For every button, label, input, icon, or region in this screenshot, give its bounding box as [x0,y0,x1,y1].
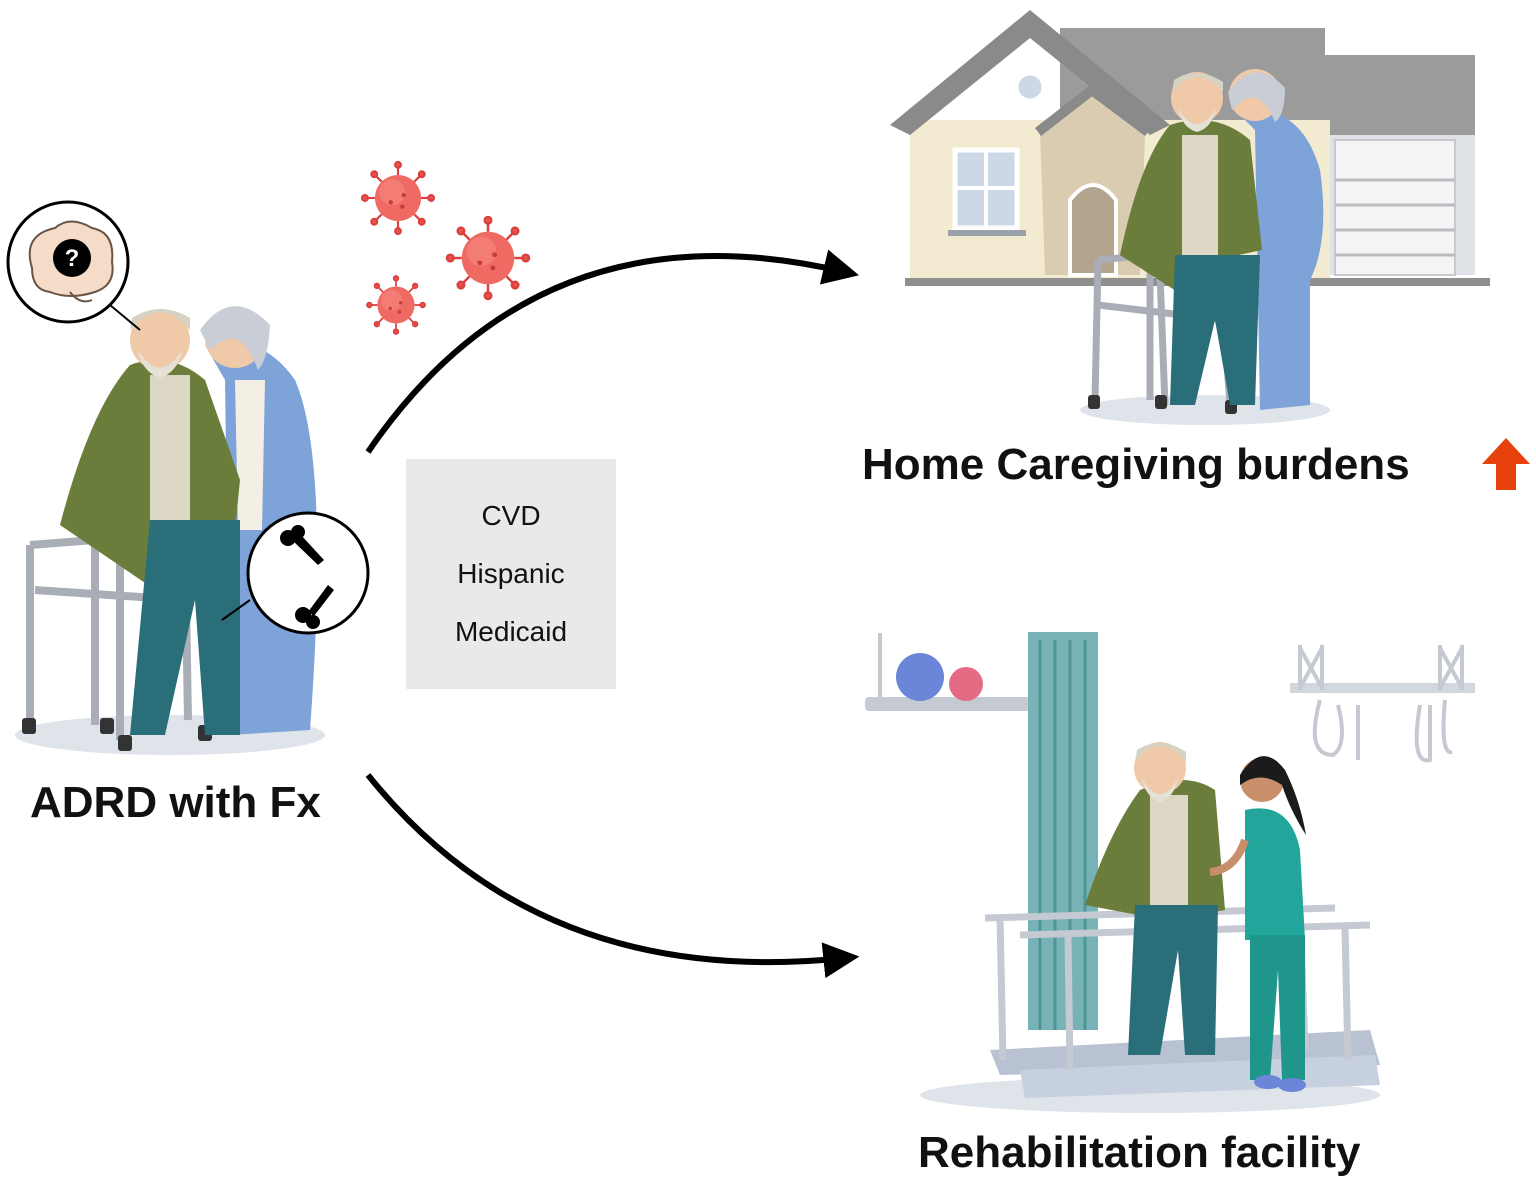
arrow-to-rehab [365,773,860,979]
svg-text:?: ? [65,245,80,272]
arrow-to-home [365,249,860,454]
rehab-illustration [865,632,1475,1113]
home-illustration [890,10,1490,425]
bone-bubble [246,511,370,635]
risk-factor-box: CVD Hispanic Medicaid [406,459,616,689]
up-arrow-icon [1482,438,1530,490]
home-caregiving-label: Home Caregiving burdens [862,440,1410,489]
brain-question-icon: ? [28,220,114,303]
patient-label: ADRD with Fx [30,778,321,827]
rehab-facility-label: Rehabilitation facility [918,1128,1361,1177]
virus-icon [360,160,531,335]
factor-cvd: CVD [481,500,541,531]
patient-illustration: ? [6,200,370,755]
factor-medicaid: Medicaid [454,616,568,647]
broken-bone-icon [280,525,334,629]
factor-hispanic: Hispanic [457,558,565,589]
